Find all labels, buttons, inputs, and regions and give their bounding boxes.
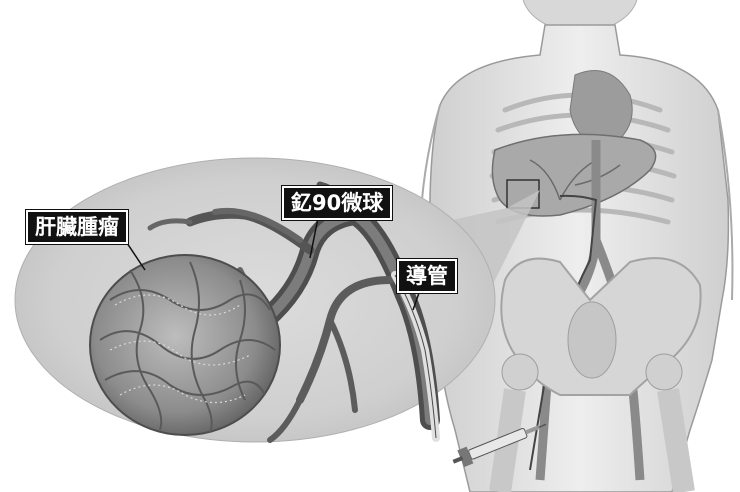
femur-head-left (502, 354, 538, 390)
label-yttrium90-microspheres: 釔90微球 (282, 186, 392, 220)
femur-head-right (646, 354, 682, 390)
liver-tumor (90, 255, 280, 435)
label-catheter: 導管 (397, 259, 457, 293)
label-liver-tumor: 肝臟腫瘤 (26, 210, 128, 244)
sacrum (568, 302, 616, 378)
